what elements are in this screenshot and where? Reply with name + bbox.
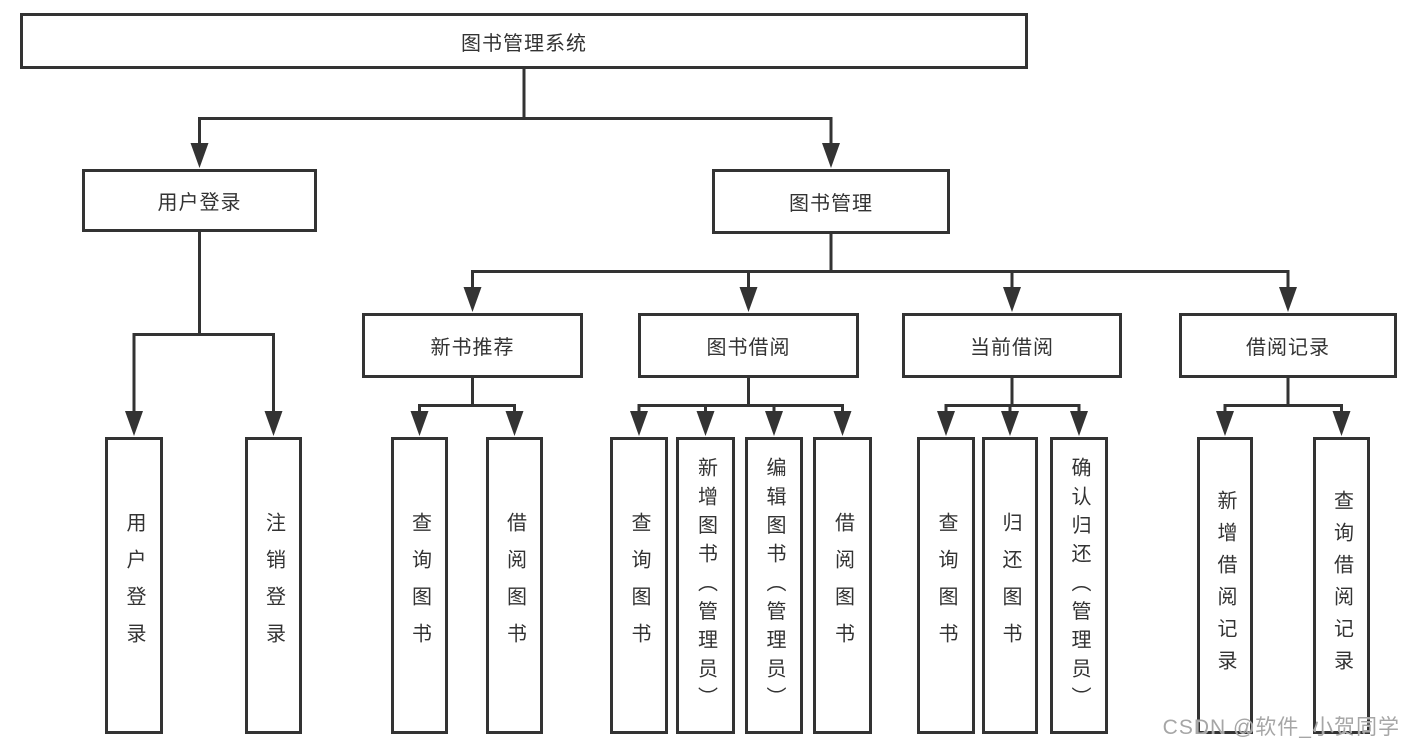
leaf-confirm-return-admin: 确认归还（管理员） xyxy=(1050,437,1108,734)
node-new-book-recommend-label: 新书推荐 xyxy=(430,337,515,359)
node-book-borrow: 图书借阅 xyxy=(638,313,859,378)
node-user-login-label: 用户登录 xyxy=(157,192,242,214)
watermark: CSDN @软件_小贺同学 xyxy=(1162,716,1400,739)
node-root-label: 图书管理系统 xyxy=(461,32,587,55)
leaf-logout-label: 注销登录 xyxy=(262,511,285,660)
leaf-borrow-book: 借阅图书 xyxy=(813,437,872,734)
leaf-borrow-query-book: 查询图书 xyxy=(610,437,668,734)
node-borrow-record: 借阅记录 xyxy=(1179,313,1397,378)
leaf-newbook-borrow-book: 借阅图书 xyxy=(486,437,543,734)
leaf-return-book-label: 归还图书 xyxy=(999,511,1021,660)
leaf-borrow-query-book-label: 查询图书 xyxy=(628,511,650,660)
leaf-newbook-query-book-label: 查询图书 xyxy=(408,511,431,660)
leaf-add-book-admin-label: 新增图书（管理员） xyxy=(694,456,717,715)
leaf-edit-book-admin-label: 编辑图书（管理员） xyxy=(763,456,785,715)
leaf-user-login: 用户登录 xyxy=(105,437,163,734)
leaf-borrow-book-label: 借阅图书 xyxy=(831,511,854,660)
leaf-query-borrow-record-label: 查询借阅记录 xyxy=(1330,489,1353,682)
leaf-query-borrow-record: 查询借阅记录 xyxy=(1313,437,1370,734)
leaf-add-borrow-record-label: 新增借阅记录 xyxy=(1214,489,1236,682)
node-new-book-recommend: 新书推荐 xyxy=(362,313,583,378)
node-book-management-label: 图书管理 xyxy=(789,193,873,215)
leaf-confirm-return-admin-label: 确认归还（管理员） xyxy=(1068,456,1090,715)
node-root-library-system: 图书管理系统 xyxy=(20,13,1028,69)
node-borrow-record-label: 借阅记录 xyxy=(1246,337,1330,359)
leaf-current-query-book-label: 查询图书 xyxy=(935,511,957,660)
node-current-borrow-label: 当前借阅 xyxy=(970,337,1054,359)
leaf-current-query-book: 查询图书 xyxy=(917,437,975,734)
node-user-login: 用户登录 xyxy=(82,169,317,232)
leaf-user-login-label: 用户登录 xyxy=(123,511,145,660)
leaf-newbook-query-book: 查询图书 xyxy=(391,437,448,734)
leaf-newbook-borrow-book-label: 借阅图书 xyxy=(503,511,526,660)
leaf-add-borrow-record: 新增借阅记录 xyxy=(1197,437,1253,734)
leaf-logout: 注销登录 xyxy=(245,437,302,734)
leaf-edit-book-admin: 编辑图书（管理员） xyxy=(745,437,803,734)
node-book-borrow-label: 图书借阅 xyxy=(706,337,791,359)
leaf-add-book-admin: 新增图书（管理员） xyxy=(676,437,735,734)
leaf-return-book: 归还图书 xyxy=(982,437,1038,734)
node-book-management: 图书管理 xyxy=(712,169,950,234)
node-current-borrow: 当前借阅 xyxy=(902,313,1122,378)
